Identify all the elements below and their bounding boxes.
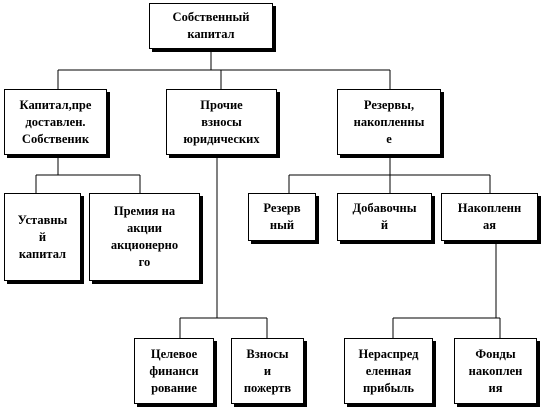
node-other-contributions-label: Прочие взносы юридических <box>183 97 260 146</box>
node-share-premium-label: Премия на акции акционерно го <box>110 204 179 269</box>
node-accumulated-label: Накопленн ая <box>457 201 522 232</box>
node-accumulation-funds: Фонды накоплен ия <box>454 338 537 404</box>
node-reserves: Резервы, накопленны е <box>337 89 441 155</box>
node-retained-earnings-label: Нераспред еленная прибыль <box>358 346 419 395</box>
node-root: Собственный капитал <box>149 3 273 49</box>
node-reserves-label: Резервы, накопленны е <box>353 97 425 146</box>
node-additional: Добавочны й <box>337 193 432 241</box>
node-share-premium: Премия на акции акционерно го <box>89 193 200 281</box>
node-paid-in-capital-label: Капитал,пре доставлен. Собственик <box>19 97 92 146</box>
node-accumulated: Накопленн ая <box>441 193 538 241</box>
node-retained-earnings: Нераспред еленная прибыль <box>344 338 433 404</box>
node-charter-capital: Уставны й капитал <box>4 193 81 281</box>
node-reserve-label: Резерв ный <box>263 201 301 232</box>
node-target-financing-label: Целевое финанси рование <box>149 346 199 395</box>
node-target-financing: Целевое финанси рование <box>134 338 214 404</box>
node-accumulation-funds-label: Фонды накоплен ия <box>468 346 523 395</box>
node-contributions-donations: Взносы и пожертв <box>231 338 304 404</box>
node-contributions-donations-label: Взносы и пожертв <box>243 346 292 395</box>
node-reserve: Резерв ный <box>248 193 316 241</box>
node-other-contributions: Прочие взносы юридических <box>166 89 277 155</box>
node-charter-capital-label: Уставны й капитал <box>17 212 68 261</box>
node-root-label: Собственный капитал <box>172 10 250 41</box>
node-additional-label: Добавочны й <box>352 201 417 232</box>
node-paid-in-capital: Капитал,пре доставлен. Собственик <box>4 89 107 155</box>
